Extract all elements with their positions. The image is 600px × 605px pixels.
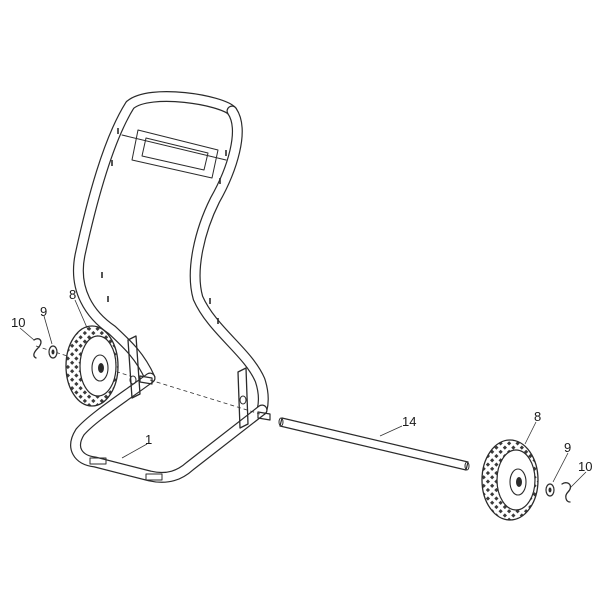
axle-rod	[278, 417, 470, 471]
callout-pin-right: 10	[578, 459, 592, 474]
right-washer	[545, 483, 555, 497]
callout-wheel-left: 8	[69, 287, 76, 302]
leader-lines	[19, 299, 587, 489]
callout-axle: 14	[402, 414, 416, 429]
cart-frame	[70, 91, 271, 483]
left-wheel	[65, 325, 119, 407]
callout-washer-left: 9	[40, 304, 47, 319]
right-wheel	[481, 439, 539, 521]
right-hitch-pin	[561, 482, 572, 503]
callout-frame: 1	[145, 432, 152, 447]
callout-wheel-right: 8	[534, 409, 541, 424]
left-hitch-pin	[33, 338, 42, 359]
callout-pin-left: 10	[11, 315, 25, 330]
left-washer	[48, 345, 58, 359]
callout-washer-right: 9	[564, 440, 571, 455]
